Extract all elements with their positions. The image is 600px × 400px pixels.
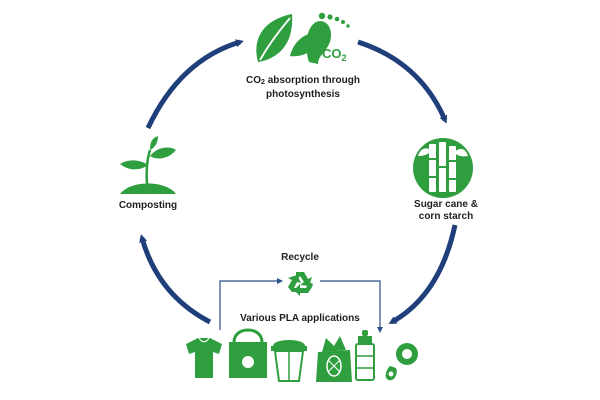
co2-text: CO xyxy=(322,46,342,61)
pacifier-icon xyxy=(385,343,418,381)
arrow-composting-to-absorption xyxy=(145,39,244,130)
shopping-bag-icon xyxy=(229,328,267,378)
cup-with-lid-icon xyxy=(271,340,307,382)
applications-label: Various PLA applications xyxy=(240,313,360,324)
recycle-loop-line xyxy=(219,278,283,330)
arrow-absorption-to-feedstock xyxy=(357,39,448,124)
composting-label: Composting xyxy=(118,200,178,211)
food-packaging-icon xyxy=(316,336,352,382)
arrow-feedstock-to-applications xyxy=(388,224,458,325)
leaf-footprint-co2-icon: CO2 xyxy=(256,12,350,64)
absorption-label: CO2 absorption through photosynthesis xyxy=(246,75,360,100)
baby-bottle-icon xyxy=(355,330,375,381)
arrow-applications-to-composting xyxy=(139,234,212,325)
sugar-cane-icon xyxy=(413,138,473,198)
t-shirt-icon xyxy=(186,337,222,378)
co2-sub: 2 xyxy=(342,53,347,63)
svg-text:CO2: CO2 xyxy=(322,46,347,63)
sprouting-plant-icon xyxy=(120,136,176,194)
recycle-label: Recycle xyxy=(281,252,319,263)
recycle-loop-line-right xyxy=(320,280,383,333)
feedstock-label: Sugar cane & corn starch xyxy=(414,199,478,222)
recycle-icon xyxy=(288,272,313,296)
